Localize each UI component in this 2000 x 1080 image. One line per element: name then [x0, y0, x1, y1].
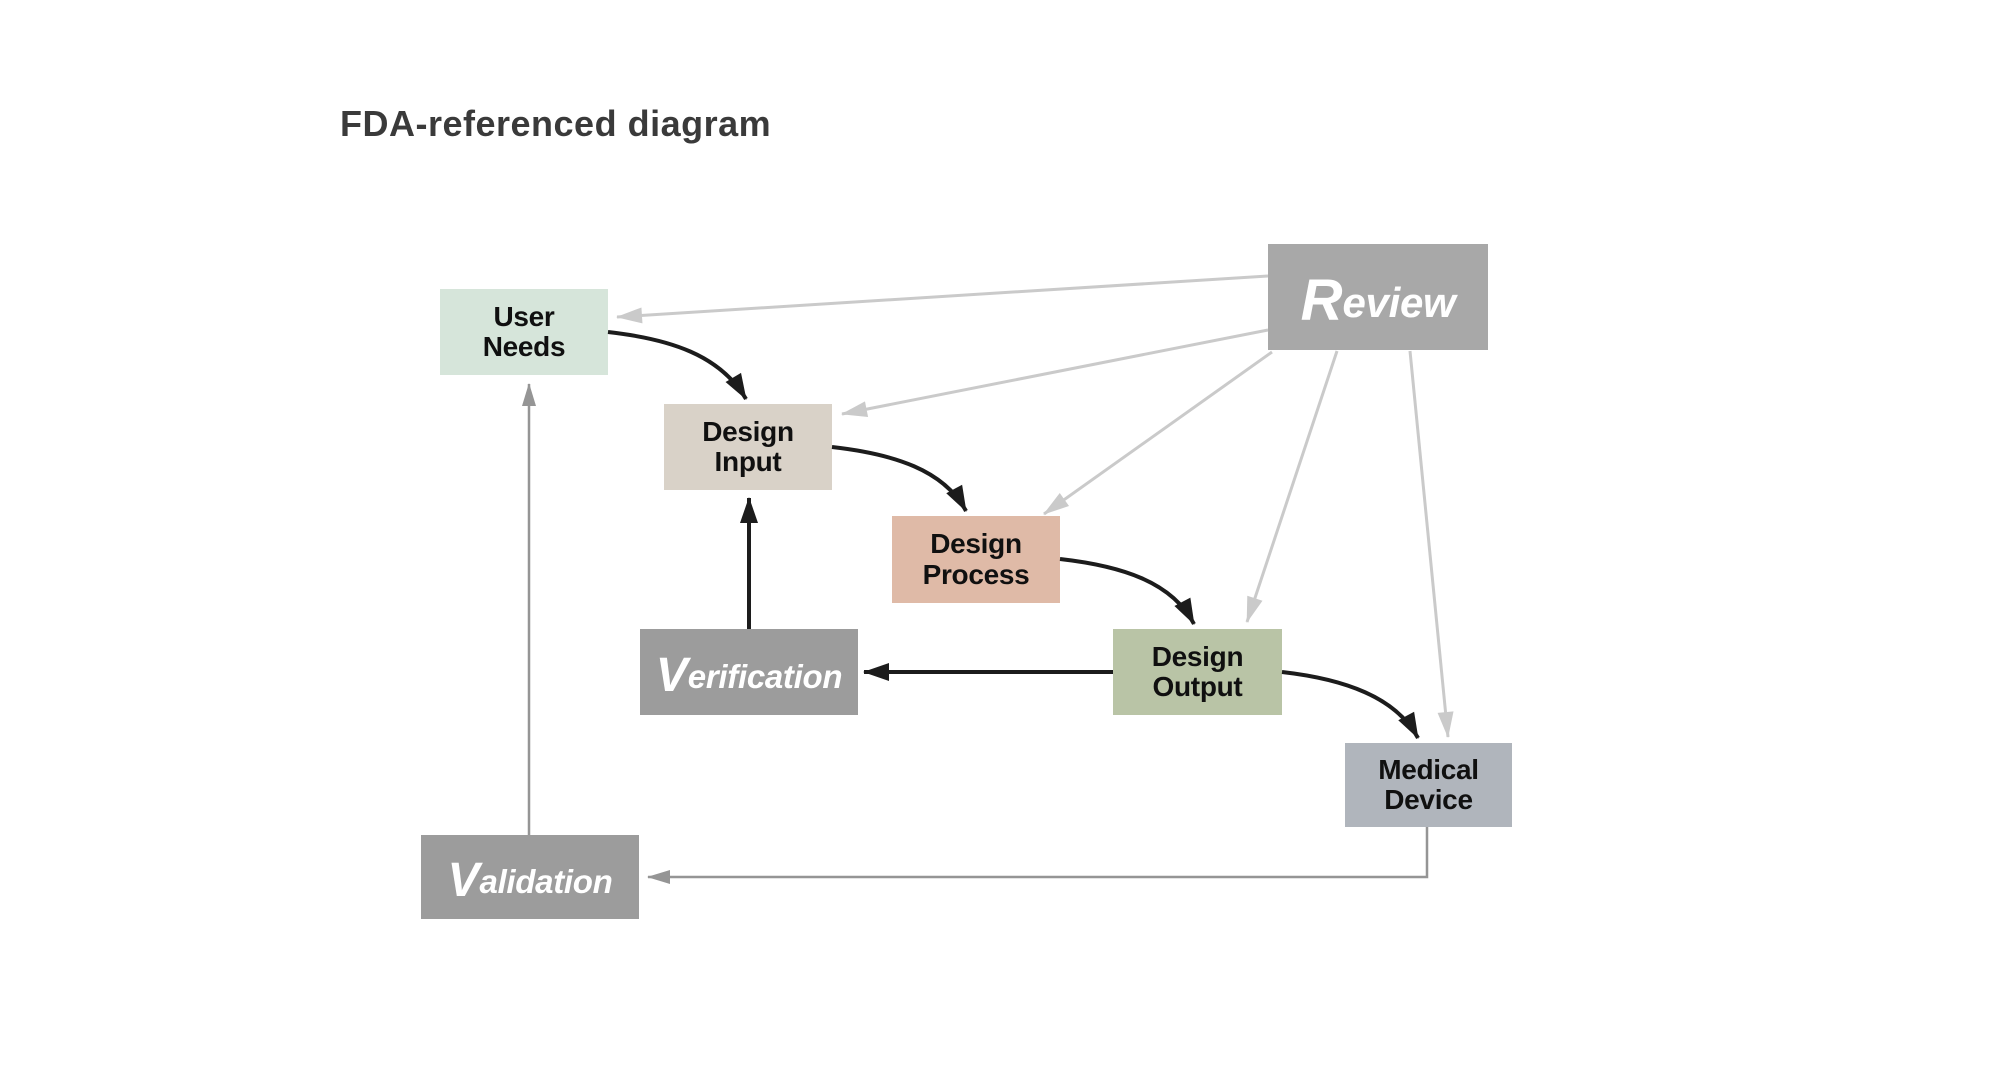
page-title: FDA-referenced diagram [340, 103, 772, 144]
edge-user-needs-to-design-input [607, 330, 748, 401]
edge-review-to-design-output [1245, 350, 1339, 623]
edge-review-to-medical-device [1408, 350, 1454, 738]
edge-review-to-design-process [1043, 350, 1273, 516]
edge-design-input-to-design-process [831, 445, 968, 512]
edge-design-process-to-design-output [1059, 557, 1196, 625]
edge-medical-device-to-validation [647, 827, 1429, 884]
edge-review-to-user-needs [616, 274, 1269, 324]
edge-design-output-to-medical-device [1281, 670, 1420, 739]
edge-review-to-design-input [841, 328, 1269, 418]
